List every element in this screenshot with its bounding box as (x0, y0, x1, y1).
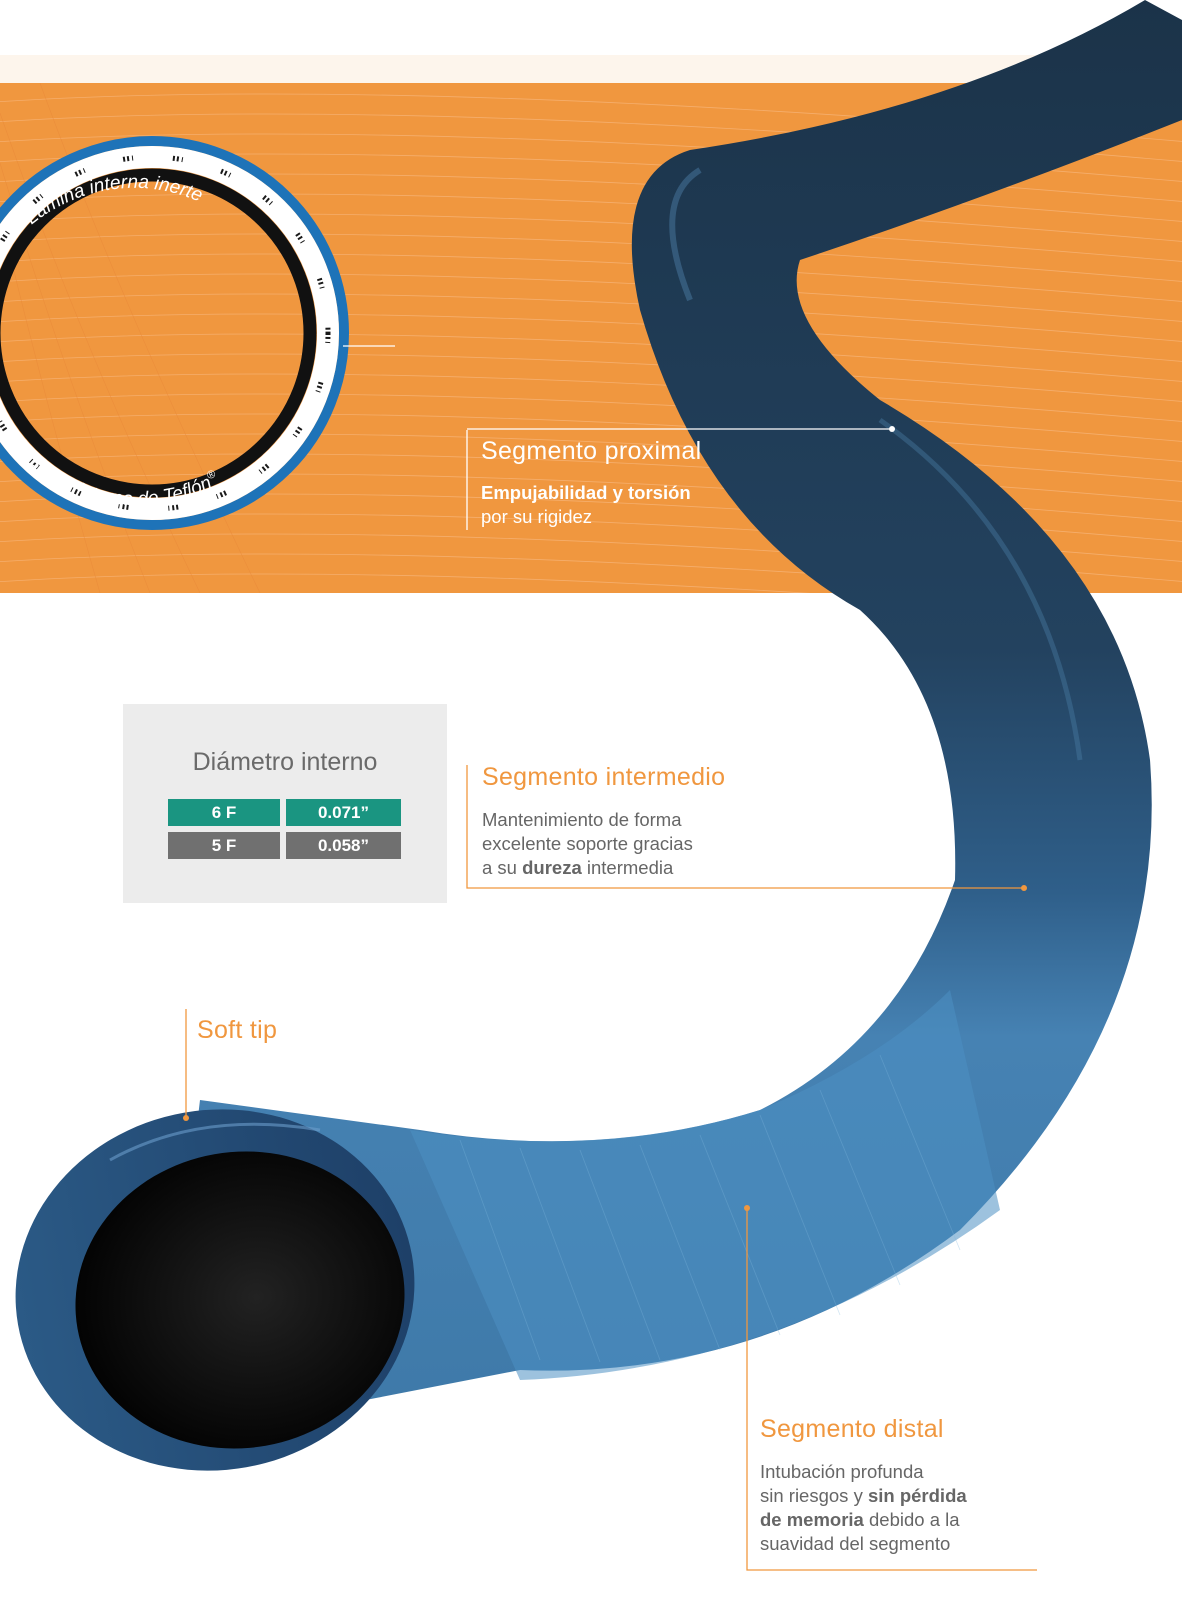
intermediate-line: excelente soporte gracias (482, 833, 693, 854)
diameter-size: 5 F (168, 832, 280, 859)
intermediate-dot (1021, 885, 1027, 891)
proximal-leader (466, 428, 892, 530)
proximal-bold: Empujabilidad y torsión (481, 482, 691, 503)
intermediate-leader (466, 765, 1024, 889)
proximal-title: Segmento proximal (481, 437, 702, 465)
cross-section-ring (0, 136, 349, 530)
inner-diameter-box: Diámetro interno 6 F 0.071” 5 F 0.058” (123, 704, 447, 903)
distal-dot (744, 1205, 750, 1211)
distal-line-pre: sin riesgos y (760, 1485, 868, 1506)
intermediate-bold: dureza (522, 857, 582, 878)
distal-line: Intubación profunda (760, 1461, 924, 1482)
distal-bold: sin pérdida (867, 1485, 967, 1506)
diameter-size: 6 F (168, 799, 280, 826)
diameter-value: 0.071” (286, 799, 401, 826)
proximal-text: por su rigidez (481, 506, 593, 527)
distal-bold: de memoria (760, 1509, 864, 1530)
intermediate-line-pre: a su (482, 857, 523, 878)
proximal-description: Empujabilidad y torsión por su rigidez (481, 481, 691, 529)
distal-description: Intubación profunda sin riesgos y sin pé… (760, 1460, 967, 1556)
diameter-row-5f: 5 F 0.058” (168, 832, 401, 859)
diameter-row-6f: 6 F 0.071” (168, 799, 401, 826)
diameter-title: Diámetro interno (192, 748, 378, 776)
catheter-tube (15, 0, 1182, 1471)
softtip-dot (183, 1115, 189, 1121)
proximal-dot (889, 426, 895, 432)
intermediate-title: Segmento intermedio (482, 763, 726, 791)
intermediate-line: Mantenimiento de forma (482, 809, 682, 830)
intermediate-description: Mantenimiento de forma excelente soporte… (482, 808, 693, 880)
diameter-value: 0.058” (286, 832, 401, 859)
distal-leader (746, 1208, 1037, 1571)
intermediate-line-post: intermedia (581, 857, 674, 878)
distal-line: suavidad del segmento (760, 1533, 951, 1554)
distal-title: Segmento distal (760, 1415, 944, 1443)
distal-line-post: debido a la (863, 1509, 960, 1530)
soft-tip-title: Soft tip (197, 1016, 278, 1044)
